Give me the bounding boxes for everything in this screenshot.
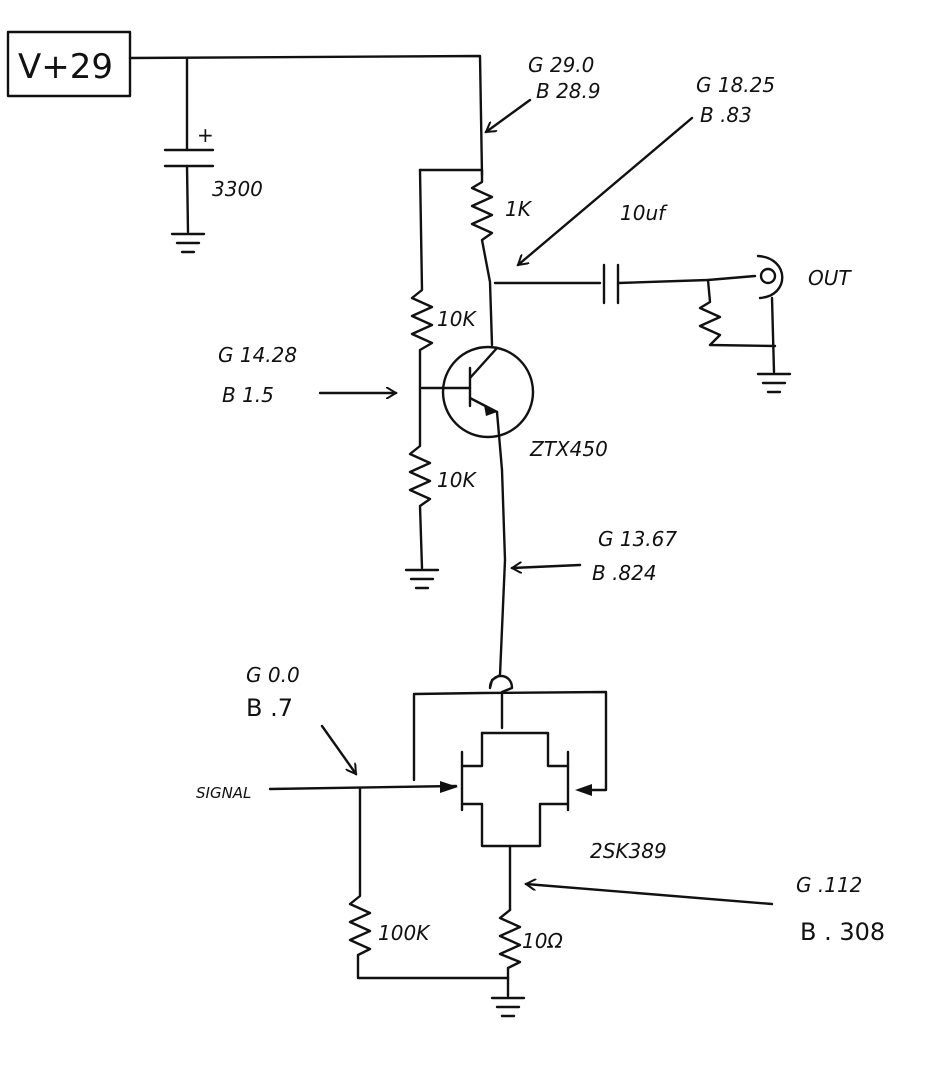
signal-wire	[268, 784, 458, 791]
annotation-collector: G 18.25 B .83	[518, 73, 775, 265]
svg-text:B . 308: B . 308	[800, 918, 885, 946]
cap-polarity: +	[197, 123, 214, 147]
svg-text:B .824: B .824	[592, 561, 657, 585]
jfet-2sk389: 2SK389	[412, 690, 667, 912]
annotation-supply: G 29.0 B 28.9	[486, 53, 601, 134]
svg-text:B 1.5: B 1.5	[222, 383, 274, 407]
annotation-emitter: G 13.67 B .824	[512, 527, 677, 585]
bjt-ztx450: ZTX450	[420, 345, 608, 461]
ground-icon	[756, 372, 792, 394]
coupling-capacitor: 10uf	[602, 201, 757, 305]
ground-icon	[490, 996, 526, 1018]
svg-text:B .83: B .83	[700, 103, 752, 127]
bias-top-label: 10K	[437, 307, 477, 331]
svg-text:G 29.0: G 29.0	[528, 53, 594, 77]
resistor-10-label: 10Ω	[522, 929, 563, 953]
resistor-100k	[348, 786, 510, 980]
bias-resistor-chain	[408, 168, 434, 570]
emitter-wire	[488, 410, 514, 730]
resistor-100k-label: 100K	[378, 921, 431, 945]
signal-label: SIGNAL	[196, 784, 251, 802]
capacitor-3300: + 3300	[163, 56, 263, 234]
svg-text:B .7: B .7	[246, 694, 293, 722]
bias-bottom-label: 10K	[437, 468, 477, 492]
annotation-gate: G 0.0 B .7	[246, 663, 358, 774]
output-label: OUT	[808, 266, 852, 290]
bjt-part: ZTX450	[529, 437, 608, 461]
svg-text:G 14.28: G 14.28	[218, 343, 297, 367]
output-load-resistor	[698, 278, 777, 348]
svg-text:G 13.67: G 13.67	[598, 527, 677, 551]
svg-text:B 28.9: B 28.9	[536, 79, 601, 103]
svg-text:G 18.25: G 18.25	[696, 73, 775, 97]
supply-box: V+29	[6, 30, 132, 98]
ground-icon	[170, 232, 206, 254]
cap-value: 3300	[212, 177, 263, 201]
jfet-part: 2SK389	[590, 839, 667, 863]
annotation-base: G 14.28 B 1.5	[218, 343, 396, 407]
output-jack-icon	[756, 254, 784, 374]
resistor-10-ohm	[498, 908, 522, 998]
resistor-1k-label: 1K	[505, 197, 533, 221]
resistor-1k	[470, 168, 494, 347]
coupling-cap-value: 10uf	[620, 201, 668, 225]
svg-text:G 0.0: G 0.0	[246, 663, 300, 687]
supply-rail	[128, 54, 484, 177]
ground-icon	[404, 568, 440, 590]
supply-label: V+29	[18, 47, 113, 87]
annotation-source: G .112 B . 308	[526, 873, 885, 946]
svg-text:G .112: G .112	[796, 873, 862, 897]
